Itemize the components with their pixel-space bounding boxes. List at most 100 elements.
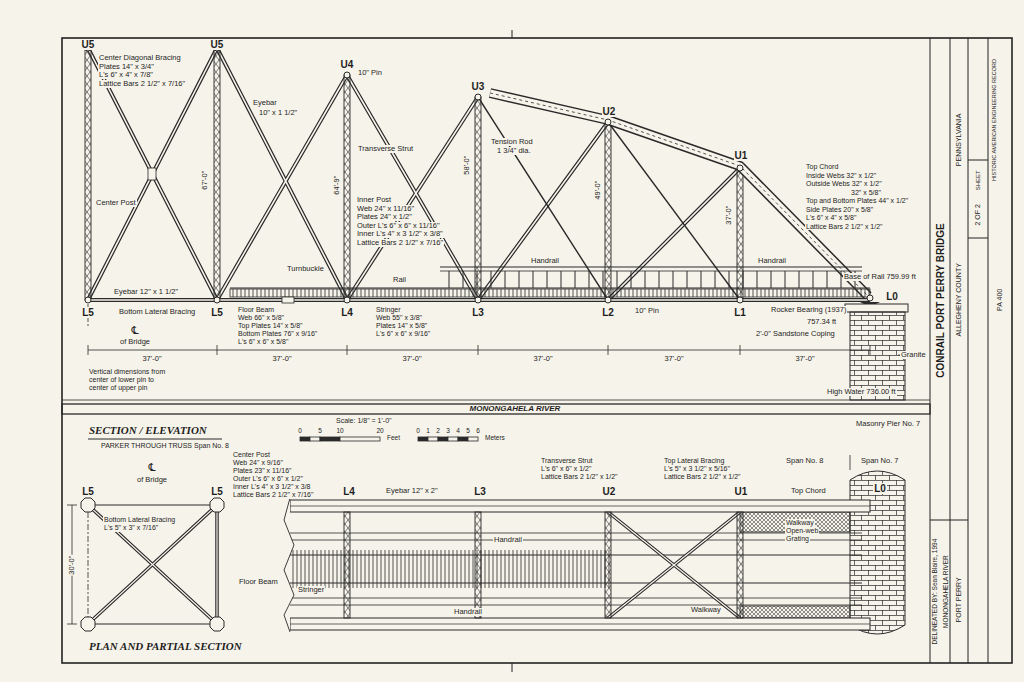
scale-bar	[340, 437, 380, 441]
drawing-label: Outside Webs 32" x 1/2"	[805, 180, 883, 188]
drawing-label: Floor Beam	[237, 306, 275, 314]
drawing-label: Walkway	[785, 519, 815, 527]
drawing-label: L3	[471, 307, 485, 318]
drawing-label: L's 6" x 6" x 1/2"	[540, 465, 592, 473]
drawing-label: 2'-0" Sandstone Coping	[755, 330, 836, 338]
truss-elevation	[85, 48, 91, 300]
drawing-label: Bottom Plates 76" x 9/16"	[237, 330, 318, 338]
drawing-label: Handrail	[757, 257, 787, 265]
drawing-label: Rail	[392, 276, 407, 284]
drawing-label: L2	[601, 307, 615, 318]
drawing-label: Lattice Bars 2 1/2" x 7/16"	[232, 491, 314, 499]
sheet-frame	[968, 238, 988, 239]
drawing-label: 64'-9"	[334, 174, 342, 195]
drawing-label: U2	[602, 486, 617, 497]
drawing-label: L0	[885, 291, 899, 302]
drawing-label: Top Chord	[805, 163, 839, 171]
drawing-label: U2	[602, 106, 617, 117]
drawing-label: 1	[425, 427, 431, 434]
drawing-label: Vertical dimensions from	[88, 368, 166, 376]
truss-elevation	[344, 75, 350, 300]
drawing-label: Handrail	[493, 536, 523, 544]
drawing-label: DELINEATED BY: Sean Blaire, 1994	[931, 538, 938, 646]
truss-plan	[88, 505, 217, 624]
drawing-label: 10" Pin	[357, 69, 383, 77]
sheet-frame	[988, 38, 989, 663]
drawing-label: Plates 23" x 11/16"	[232, 467, 293, 475]
drawing-label: PA 400	[996, 288, 1004, 312]
drawing-label: Outer L's 6" x 6" x 11/16"	[356, 222, 441, 230]
drawing-label: Tension Rod	[490, 138, 534, 146]
drawing-label: center of lower pin to	[88, 376, 155, 384]
truss-elevation	[282, 297, 294, 303]
drawing-label: 37'-0"	[794, 355, 815, 363]
drawing-label: L4	[342, 486, 356, 497]
truss-plan	[67, 505, 77, 624]
sheet-frame	[950, 38, 951, 663]
truss-elevation	[85, 48, 743, 300]
drawing-label: Plates 24" x 1/2"	[356, 213, 413, 221]
sheet-frame	[968, 38, 969, 663]
truss-elevation	[344, 297, 350, 303]
drawing-label: Outer L's 6" x 6" x 1/2"	[232, 475, 304, 483]
drawing-label: Turnbuckle	[286, 265, 325, 273]
drawing-label: Plates 14" x 3/4"	[98, 63, 155, 71]
drawing-label: Transverse Strut	[540, 457, 593, 465]
truss-elevation	[230, 289, 870, 297]
drawing-label: 2 OF 2	[974, 203, 982, 226]
drawing-label: Walkway	[690, 606, 722, 614]
drawing-label: Stringer	[375, 306, 402, 314]
truss-plan	[88, 505, 217, 624]
dimension-line	[88, 350, 870, 351]
drawing-label: ℄	[130, 325, 139, 337]
sheet-frame	[512, 30, 513, 38]
drawing-label: L's 5" x 3 1/2" x 5/16"	[663, 465, 731, 473]
drawing-label: Base of Rail 759.99 ft	[843, 273, 917, 281]
drawing-label: U5	[81, 39, 96, 50]
drawing-label: 30'-0"	[69, 554, 77, 575]
truss-plan	[88, 505, 217, 624]
drawing-label: L's 6" x 4" x 5/8"	[805, 214, 857, 222]
drawing-label: Top and Bottom Plates 44" x 1/2"	[805, 197, 909, 205]
truss-elevation	[490, 93, 868, 296]
truss-plan	[210, 617, 224, 631]
drawing-label: Inside Webs 32" x 1/2"	[805, 172, 877, 180]
drawing-label: L's 6" x 6" x 5/8"	[237, 338, 289, 346]
truss-plan	[290, 540, 862, 541]
drawing-label: PORT PERRY	[955, 576, 963, 623]
scale-bar	[310, 437, 320, 441]
drawing-label: Web 55" x 3/8"	[375, 314, 423, 322]
drawing-label: Lattice Bars 2 1/2" x 1/2"	[663, 473, 742, 481]
drawing-label: 37'-0"	[401, 355, 422, 363]
sheet-title: CONRAIL PORT PERRY BRIDGE	[935, 222, 946, 378]
drawing-label: Eyebar 12" x 2"	[385, 487, 439, 495]
drawing-label: Handrail	[453, 608, 483, 616]
dimension-line	[88, 345, 870, 355]
drawing-label: L5	[81, 307, 95, 318]
drawing-label: 49'-0"	[595, 179, 603, 200]
truss-plan	[81, 498, 95, 512]
truss-plan	[850, 455, 851, 470]
drawing-label: Open-web	[785, 527, 819, 535]
drawing-label: L5	[210, 307, 224, 318]
drawing-label: of Bridge	[136, 476, 168, 484]
truss-elevation	[88, 48, 740, 300]
truss-plan	[290, 555, 862, 556]
drawing-label: Lattice Bars 2 1/2" x 7/16"	[356, 239, 444, 247]
drawing-label: of Bridge	[119, 338, 151, 346]
drawing-label: U1	[734, 150, 749, 161]
drawing-label: U1	[734, 486, 749, 497]
drawing-label: 0	[297, 427, 303, 434]
drawing-label: 10" Pin	[634, 307, 660, 315]
drawing-label: Scale: 1/8" = 1'-0"	[335, 417, 393, 425]
drawing-label: High Water 736.00 ft	[826, 388, 897, 396]
drawing-label: SHEET	[975, 169, 982, 191]
drawing-label: ALLEGHENY COUNTY	[955, 262, 963, 337]
truss-elevation	[85, 45, 873, 326]
scale-bar	[320, 437, 340, 441]
drawing-label: MONONGAHELA RIVER	[469, 405, 562, 414]
truss-elevation	[85, 45, 873, 303]
dimension-line	[88, 345, 870, 355]
truss-plan	[290, 598, 862, 599]
truss-elevation	[475, 94, 481, 100]
